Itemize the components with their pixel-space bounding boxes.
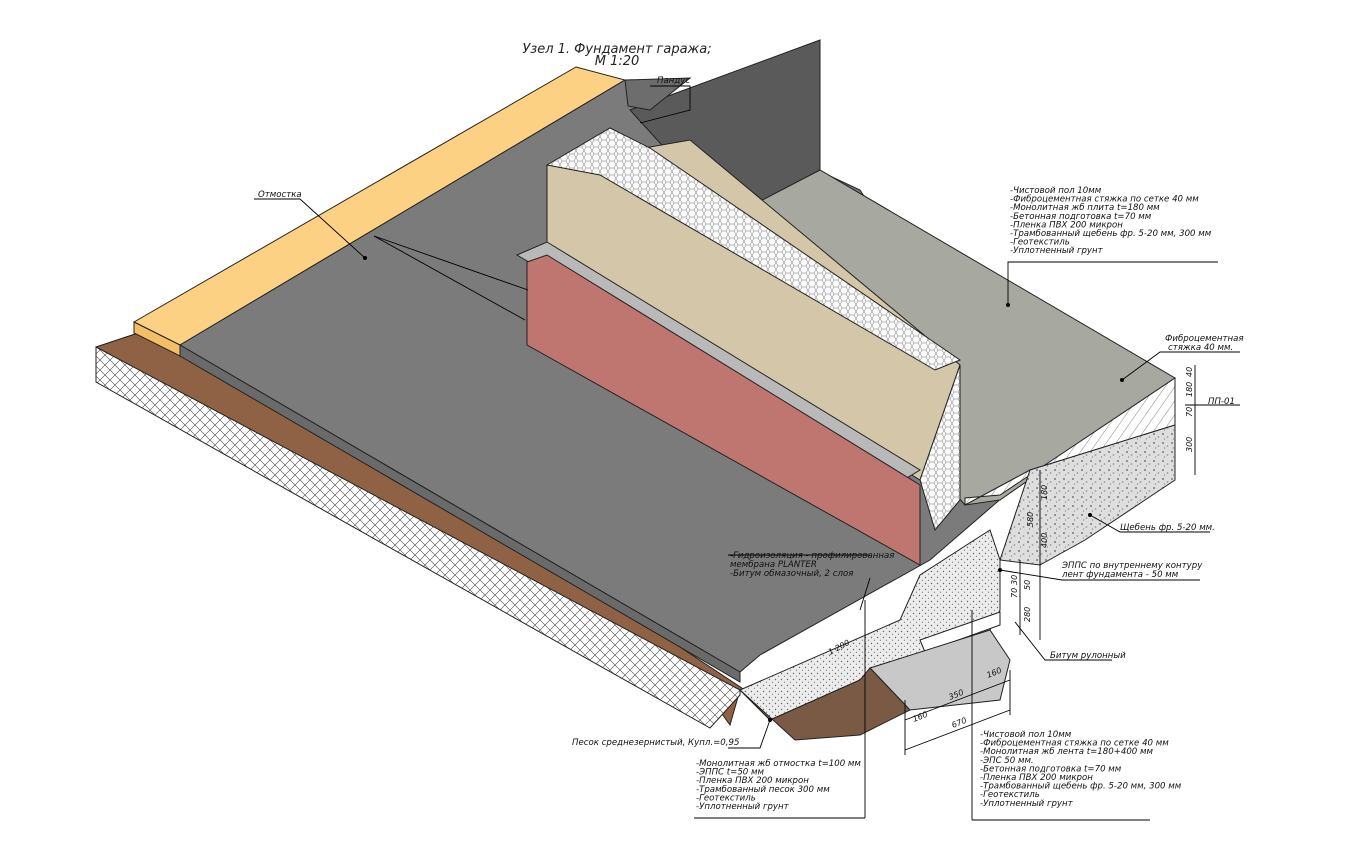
title-line2: М 1:20 [595, 54, 640, 69]
wall-insulation-top [545, 127, 962, 371]
dim-180b: 180 [1040, 485, 1049, 500]
strip-layers-list: -Чистовой пол 10мм-Фиброцементная стяжка… [980, 730, 1182, 809]
layer-item: -Фиброцементная стяжка по сетке 40 мм [1010, 195, 1199, 205]
label-xps-2: лент фундамента - 50 мм [1061, 570, 1179, 580]
leader-dot [998, 568, 1002, 572]
layer-item: -ЭППС t=50 мм [696, 768, 764, 778]
layer-item: -Трамбованный щебень фр. 5-20 мм, 300 мм [980, 782, 1182, 792]
leader-dot [1088, 513, 1092, 517]
title-line1: Узел 1. Фундамент гаража; [522, 42, 711, 57]
layer-item: -Бетонная подготовка t=70 мм [1010, 212, 1152, 222]
dim-400: 400 [1040, 533, 1049, 548]
blind-area-layers-list: -Монолитная жб отмостка t=100 мм-ЭППС t=… [696, 759, 861, 812]
plinth [526, 254, 921, 566]
label-bitumen-roll: Битум рулонный [1050, 651, 1126, 661]
dim-580: 580 [1026, 512, 1035, 527]
layer-item: -Геотекстиль [696, 793, 756, 803]
leader-dot [768, 718, 772, 722]
blind-area-edge [179, 344, 741, 683]
dim-40: 40 [1185, 367, 1194, 377]
layer-item: -Чистовой пол 10мм [980, 730, 1072, 740]
layer-item: -Монолитная жб отмостка t=100 мм [696, 759, 861, 769]
label-hydro-3: -Битум обмазочный, 2 слоя [730, 569, 853, 579]
layer-item: -Монолитная жб плита t=180 мм [1010, 203, 1160, 213]
dim-70: 70 [1185, 407, 1194, 417]
layer-item: -Пленка ПВХ 200 микрон [1010, 220, 1123, 230]
dim-300: 300 [1185, 437, 1194, 452]
layer-item: -Уплотненный грунт [1010, 246, 1104, 256]
floor-layers-list: -Чистовой пол 10мм-Фиброцементная стяжка… [1010, 186, 1212, 256]
layer-item: -Уплотненный грунт [696, 802, 790, 812]
layer-item: -Геотекстиль [980, 790, 1040, 800]
sand-cushion [739, 667, 911, 741]
label-sand: Песок среднезернистый, Купл.=0,95 [572, 738, 739, 748]
dim-30: 30 [1010, 575, 1019, 585]
label-fiber-screed-2: стяжка 40 мм. [1168, 343, 1233, 353]
dim-70b: 70 [1010, 588, 1019, 598]
bitumen-roll-base [919, 611, 1001, 653]
ground-cut-hatch [95, 346, 741, 729]
layer-item: -Монолитная жб лента t=180+400 мм [980, 747, 1153, 757]
leader-dot [1120, 378, 1124, 382]
label-hydro-1: -Гидроизоляция - профилированная [730, 551, 894, 561]
dim-180: 180 [1185, 382, 1194, 397]
layer-item: -Трамбованный песок 300 мм [696, 785, 830, 795]
dim-280: 280 [1023, 607, 1032, 622]
label-xps-1: ЭППС по внутреннему контуру [1061, 561, 1203, 571]
layer-item: -Чистовой пол 10мм [1010, 186, 1102, 196]
leader-dot [1006, 303, 1010, 307]
layer-item: -Пленка ПВХ 200 микрон [696, 776, 809, 786]
dimension-lines [904, 365, 1196, 755]
layer-item: -Пленка ПВХ 200 микрон [980, 773, 1093, 783]
dim-160a: 160 [911, 710, 929, 724]
wall-insulation-side [919, 364, 961, 532]
label-hydro-2: мембрана PLANTER [730, 560, 817, 570]
dim-50: 50 [1023, 580, 1032, 590]
layer-item: -Фиброцементная стяжка по сетке 40 мм [980, 739, 1169, 749]
label-ramp: Пандус [657, 76, 690, 86]
layer-item: -Геотекстиль [1010, 238, 1070, 248]
layer-item: -Трамбованный щебень фр. 5-20 мм, 300 мм [1010, 229, 1212, 239]
layer-item: -ЭПС 50 мм. [980, 756, 1034, 766]
label-fiber-screed: Фиброцементная [1165, 334, 1244, 344]
dim-670: 670 [950, 716, 968, 730]
leader-dot [363, 256, 367, 260]
layer-item: -Уплотненный грунт [980, 799, 1074, 809]
layer-item: -Бетонная подготовка t=70 мм [980, 764, 1122, 774]
label-blind-area: Отмостка [258, 190, 302, 200]
label-pp: ПП-01 [1208, 397, 1235, 407]
label-gravel: Щебень фр. 5-20 мм. [1120, 523, 1215, 533]
